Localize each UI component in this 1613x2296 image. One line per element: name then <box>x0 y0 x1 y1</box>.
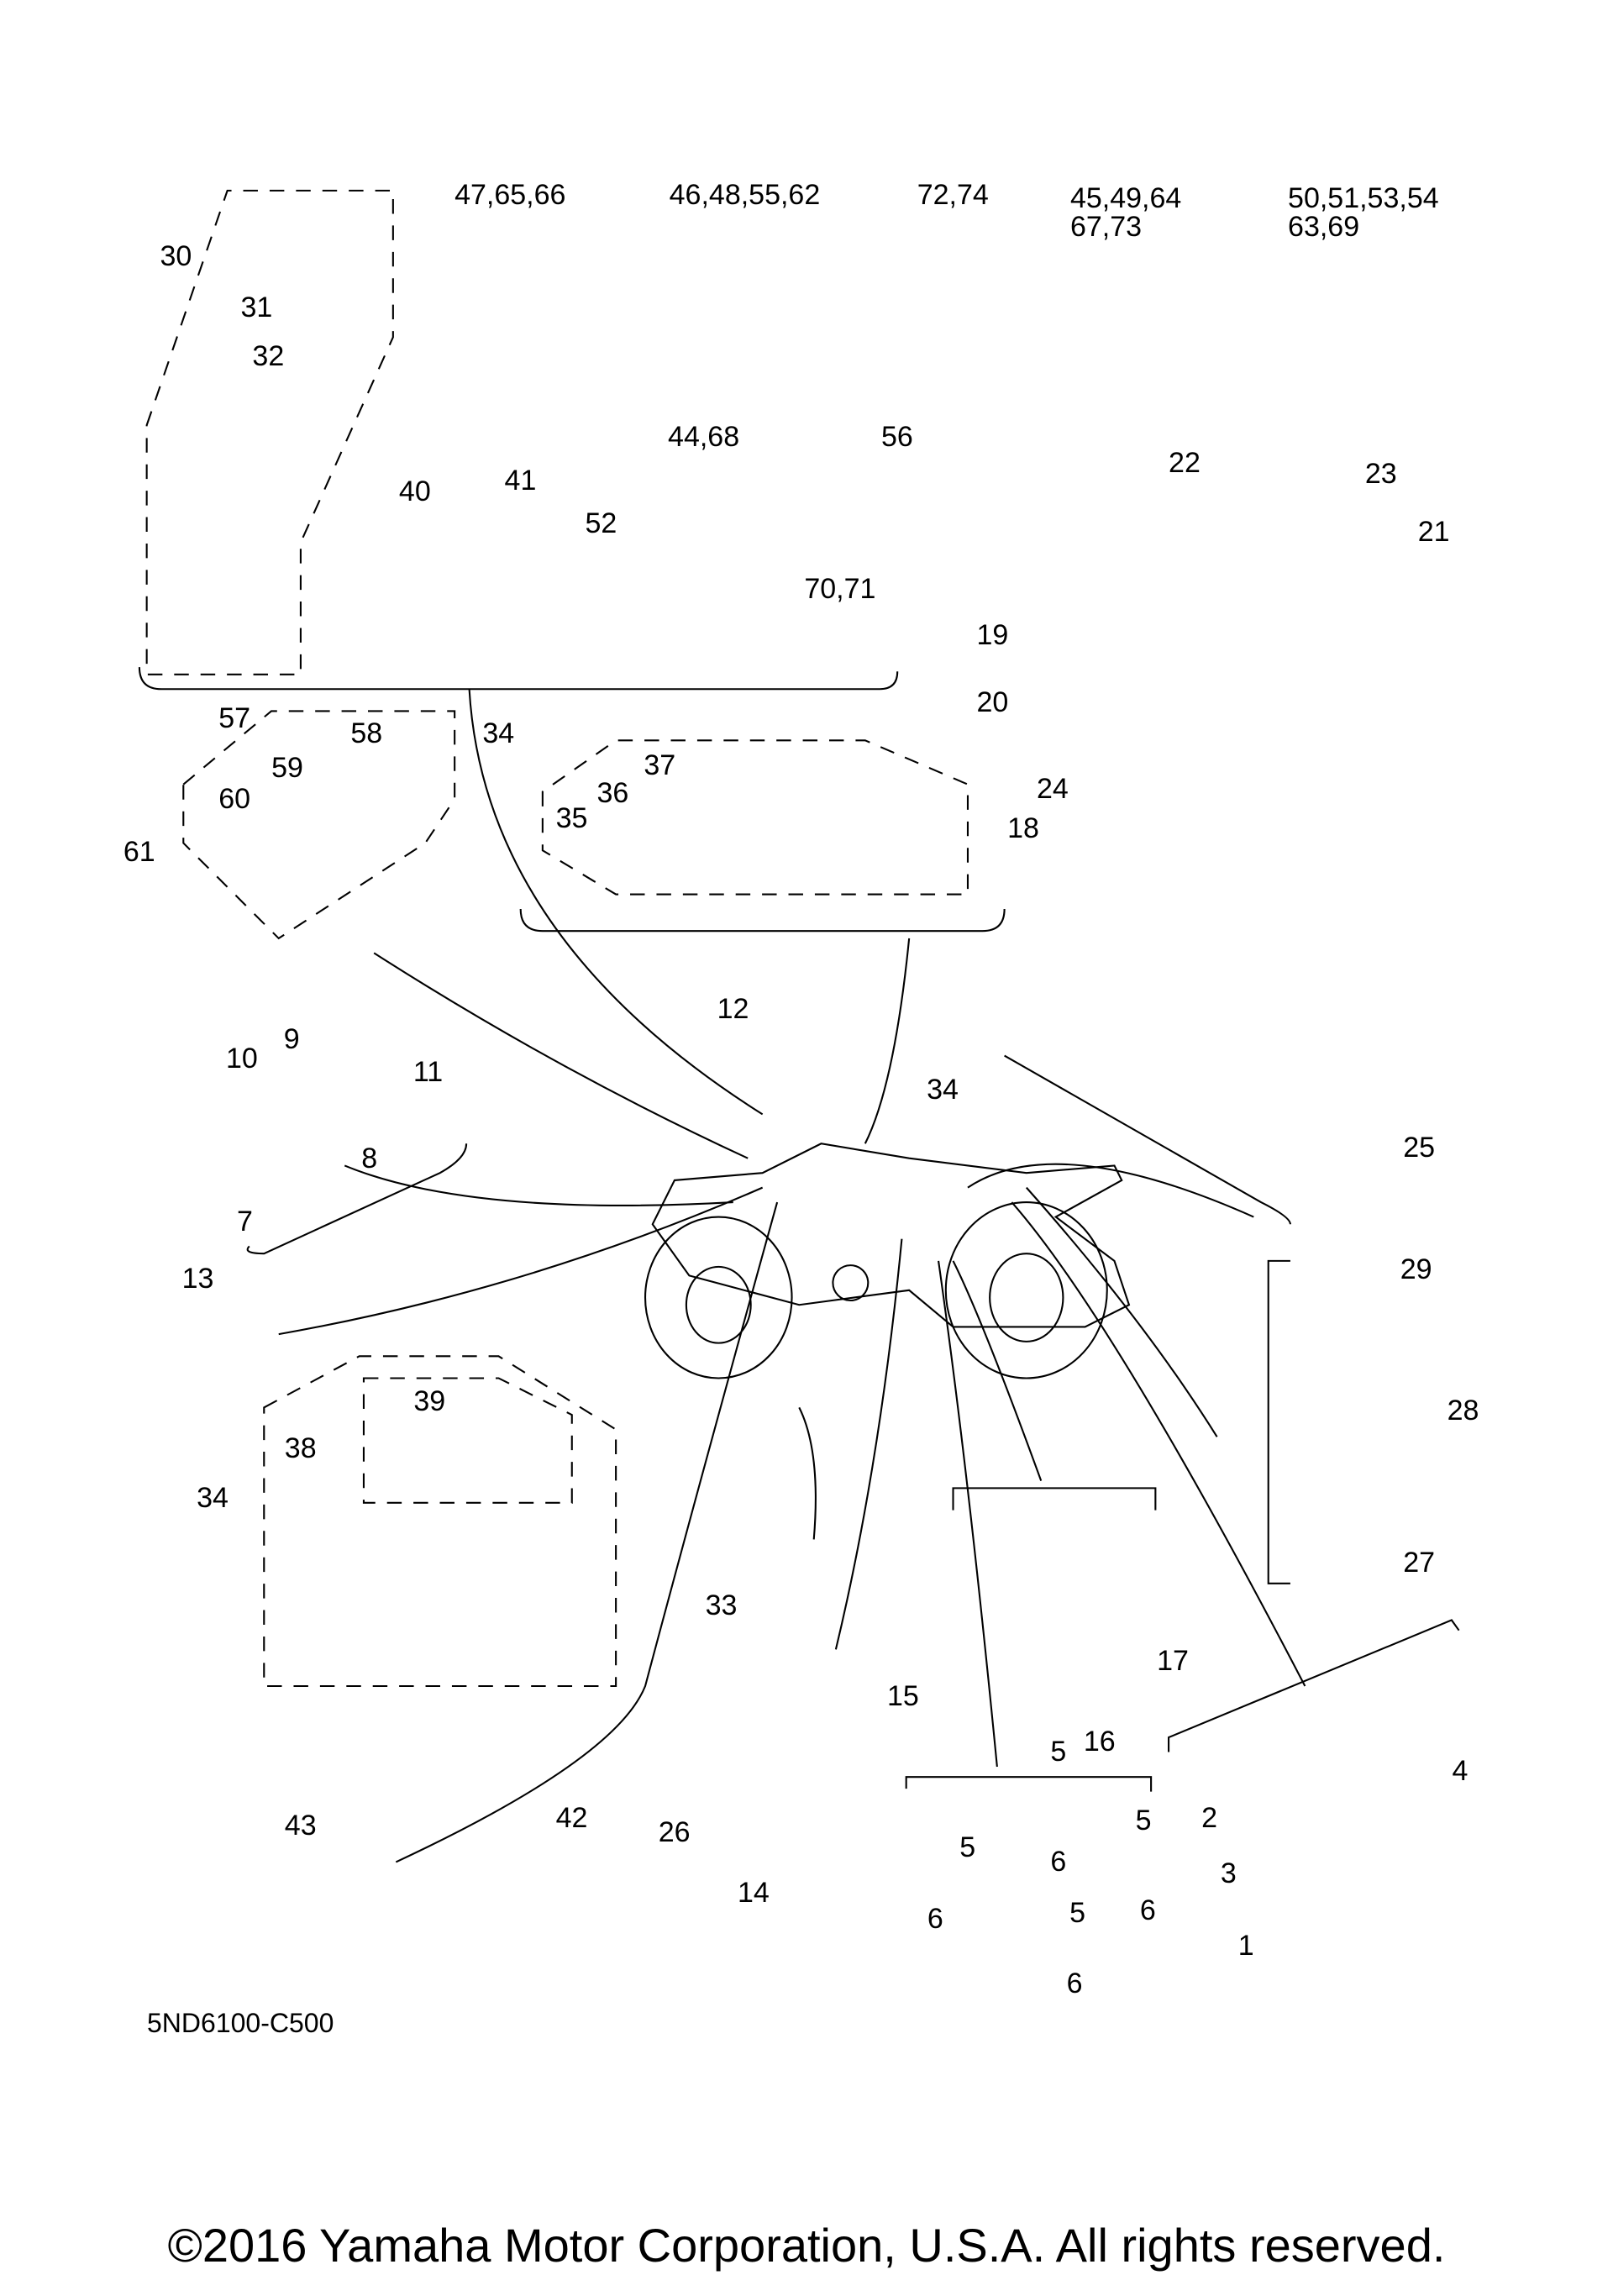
callout-label-29: 29 <box>1400 1253 1432 1286</box>
leader-lines <box>278 689 1306 1863</box>
callout-label-34b: 34 <box>927 1073 959 1106</box>
callout-label-6c: 6 <box>1139 1894 1156 1926</box>
fusebox-group-box <box>541 739 969 896</box>
harness-group-box <box>263 1355 617 1688</box>
callout-label-22: 22 <box>1169 447 1201 480</box>
socket-group-box <box>182 710 456 940</box>
callout-label-34c: 34 <box>197 1482 229 1515</box>
callout-label-41: 41 <box>504 465 537 497</box>
callout-label-5d: 5 <box>1069 1897 1086 1930</box>
callout-label-7: 7 <box>236 1205 253 1237</box>
callout-label-27: 27 <box>1403 1547 1436 1579</box>
fusebox-bracket <box>519 909 1006 933</box>
regulator-bracket <box>952 1487 1157 1511</box>
atv-illustration <box>644 1143 1131 1379</box>
callout-label-30: 30 <box>160 240 192 273</box>
callout-label-23: 23 <box>1364 457 1397 490</box>
callout-label-5b: 5 <box>959 1831 976 1863</box>
callout-label-9: 9 <box>283 1023 300 1056</box>
callout-label-17: 17 <box>1157 1645 1189 1678</box>
callout-label-36: 36 <box>596 777 629 810</box>
relay-bracket <box>1267 1259 1290 1584</box>
callout-label-20: 20 <box>976 686 1009 718</box>
callout-label-6d: 6 <box>1066 1967 1083 1999</box>
callout-label-31: 31 <box>240 292 273 324</box>
callout-label-37: 37 <box>644 749 676 781</box>
callout-label-35: 35 <box>555 801 588 834</box>
sub-harness-box <box>362 1377 573 1504</box>
coil-bracket <box>246 1143 468 1255</box>
callout-label-43: 43 <box>284 1809 317 1842</box>
callout-label-34a: 34 <box>482 717 515 749</box>
callout-label-6a: 6 <box>1050 1846 1067 1878</box>
top-group-bracket <box>138 667 899 691</box>
copyright: ©2016 Yamaha Motor Corporation, U.S.A. A… <box>167 2219 1446 2272</box>
callout-label-1: 1 <box>1237 1929 1254 1962</box>
callout-label-26: 26 <box>658 1816 691 1849</box>
callout-label-47-65-66: 47,65,66 <box>454 179 566 212</box>
callout-label-46-48-55-62: 46,48,55,62 <box>669 179 821 212</box>
callout-label-59: 59 <box>271 752 303 785</box>
callout-label-56: 56 <box>881 421 913 453</box>
callout-label-70-71: 70,71 <box>804 573 876 606</box>
callout-label-60: 60 <box>218 783 251 816</box>
callout-label-50-51-53-54-63-69: 50,51,53,54 63,69 <box>1288 182 1439 244</box>
callout-label-58: 58 <box>350 717 383 749</box>
callout-label-19: 19 <box>976 618 1009 651</box>
callout-label-21: 21 <box>1417 516 1450 549</box>
callout-label-57: 57 <box>218 702 251 735</box>
callout-label-45-49-64-67-73: 45,49,64 67,73 <box>1069 182 1182 244</box>
callout-label-52: 52 <box>585 507 617 539</box>
callout-label-25: 25 <box>1403 1132 1436 1164</box>
battery-bracket <box>1004 1054 1291 1225</box>
callout-label-12: 12 <box>717 992 749 1025</box>
callout-label-32: 32 <box>252 340 285 373</box>
callout-label-5a: 5 <box>1050 1736 1067 1768</box>
cdi-bracket <box>1168 1619 1460 1752</box>
callout-label-2: 2 <box>1201 1801 1218 1834</box>
callout-label-72-74: 72,74 <box>917 179 989 212</box>
callout-label-15: 15 <box>886 1679 919 1712</box>
callout-label-5c: 5 <box>1135 1805 1152 1837</box>
callout-label-11: 11 <box>412 1055 444 1088</box>
callout-label-18: 18 <box>1007 812 1039 844</box>
callout-label-10: 10 <box>226 1042 258 1074</box>
callout-label-13: 13 <box>181 1262 214 1295</box>
callout-label-6b: 6 <box>927 1903 943 1936</box>
screw-bracket <box>905 1776 1153 1792</box>
callout-label-39: 39 <box>413 1385 446 1418</box>
callout-label-44-68: 44,68 <box>668 421 740 453</box>
callout-label-8: 8 <box>361 1142 378 1174</box>
callout-label-42: 42 <box>555 1801 588 1834</box>
callout-label-14: 14 <box>738 1876 770 1909</box>
callout-label-16: 16 <box>1083 1726 1116 1758</box>
callout-label-24: 24 <box>1036 772 1069 805</box>
callout-label-40: 40 <box>398 475 431 507</box>
callout-label-38: 38 <box>284 1432 317 1465</box>
callout-label-28: 28 <box>1447 1394 1479 1426</box>
ignition-group-box <box>145 189 394 675</box>
callout-label-4: 4 <box>1452 1754 1469 1787</box>
callout-label-3: 3 <box>1220 1857 1237 1890</box>
callout-label-33: 33 <box>705 1589 738 1621</box>
callout-label-61: 61 <box>123 835 155 868</box>
diagram-code: 5ND6100-C500 <box>147 2008 334 2038</box>
